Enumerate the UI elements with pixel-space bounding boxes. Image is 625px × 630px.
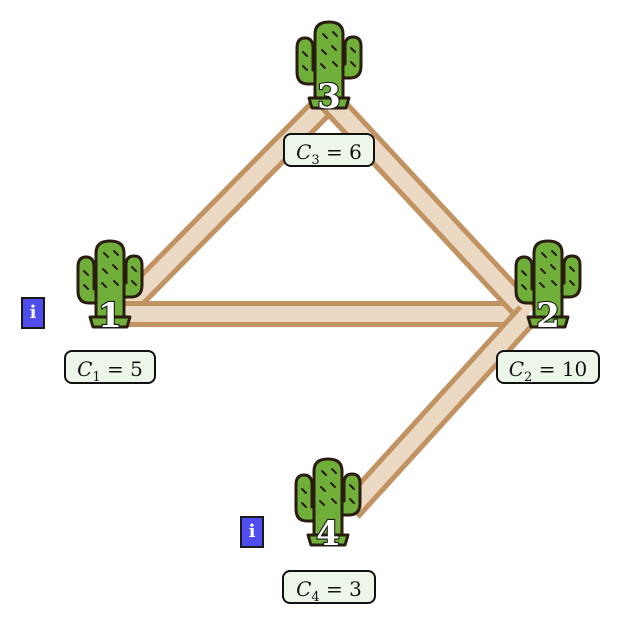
capacity-label-3: C3 = 6 bbox=[283, 133, 375, 168]
capacity-value: 10 bbox=[561, 357, 588, 381]
equals-sign: = bbox=[319, 140, 350, 164]
info-icon: i bbox=[29, 302, 37, 323]
node-3[interactable]: 3 bbox=[295, 20, 363, 118]
equals-sign: = bbox=[319, 577, 350, 601]
capacity-subscript: 3 bbox=[311, 153, 320, 168]
capacity-var: C bbox=[296, 140, 312, 164]
node-number: 4 bbox=[316, 514, 340, 554]
node-number: 1 bbox=[98, 296, 122, 336]
node-number: 2 bbox=[536, 296, 560, 336]
capacity-var: C bbox=[296, 577, 312, 601]
nodes-layer: 1 2 3 4 bbox=[76, 20, 582, 555]
capacity-var: C bbox=[77, 357, 93, 381]
capacity-label-4: C4 = 3 bbox=[282, 570, 376, 605]
edge-inner-2-4 bbox=[344, 308, 534, 516]
node-number: 3 bbox=[317, 77, 341, 117]
capacity-label-1: C1 = 5 bbox=[64, 350, 156, 385]
node-2[interactable]: 2 bbox=[514, 239, 582, 337]
capacity-label-2: C2 = 10 bbox=[496, 350, 600, 385]
info-button-node-1[interactable]: i bbox=[21, 297, 45, 329]
capacity-subscript: 1 bbox=[92, 370, 101, 385]
info-button-node-4[interactable]: i bbox=[240, 516, 264, 548]
node-4[interactable]: 4 bbox=[294, 457, 362, 555]
capacity-var: C bbox=[508, 357, 525, 381]
capacity-value: 5 bbox=[130, 357, 143, 381]
equals-sign: = bbox=[532, 357, 562, 381]
capacity-subscript: 4 bbox=[311, 590, 320, 605]
capacity-value: 6 bbox=[349, 140, 362, 164]
node-1[interactable]: 1 bbox=[76, 239, 144, 337]
capacity-subscript: 2 bbox=[524, 370, 533, 385]
info-icon: i bbox=[248, 521, 256, 542]
equals-sign: = bbox=[100, 357, 131, 381]
capacity-value: 3 bbox=[349, 577, 362, 601]
